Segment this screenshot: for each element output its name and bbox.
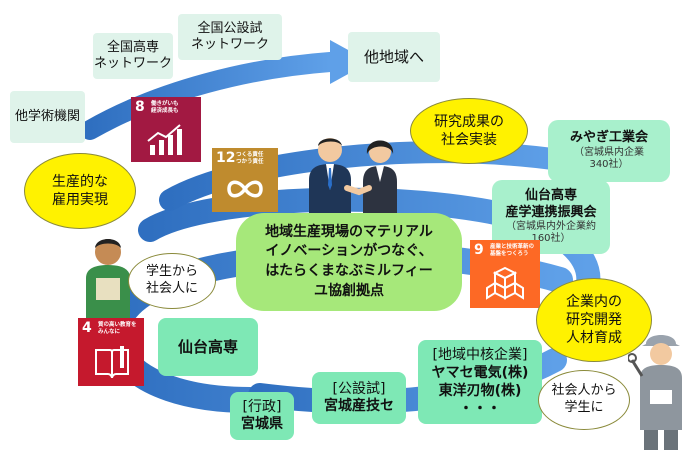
sdg-8-title: 働きがいも経済成長も <box>151 101 179 114</box>
sendai-kosen-assoc-detail-1: （宮城県内外企業約 <box>506 220 596 232</box>
sendai-kosen-label: 仙台高専 <box>177 337 238 356</box>
government-name: 宮城県 <box>241 416 283 432</box>
student-to-worker-line1: 学生から <box>145 264 198 280</box>
core-hub-box: 地域生産現場のマテリアル イノベーションがつなぐ、 はたらくまなぶミルフィー ユ… <box>236 213 462 311</box>
regional-core-company-2: 東洋刃物(株) <box>438 383 522 399</box>
public-lab-header: [公設試] <box>332 380 386 397</box>
regional-core-header: [地域中核企業] <box>432 346 528 363</box>
in-company-rd-line2: 研究開発 <box>566 311 622 328</box>
research-to-society-line1: 研究成果の <box>434 113 504 130</box>
regional-core-company-1: ヤマセ電気(株) <box>431 364 529 381</box>
sdg-9-icon: 9 産業と技術革新の基盤をつくろう <box>470 240 540 308</box>
research-to-society-ellipse: 研究成果の 社会実装 <box>410 98 528 164</box>
core-hub-line1: 地域生産現場のマテリアル <box>265 223 433 240</box>
sdg-9-title: 産業と技術革新の基盤をつくろう <box>490 244 535 257</box>
government-box: [行政] 宮城県 <box>230 392 294 440</box>
government-header: [行政] <box>242 398 282 415</box>
sdg-8-icon: 8 働きがいも経済成長も <box>131 97 201 162</box>
sdg-12-title: つくる責任つかう責任 <box>236 152 264 165</box>
in-company-rd-ellipse: 企業内の 研究開発 人材育成 <box>536 278 652 362</box>
factory-worker-illustration <box>628 335 682 450</box>
worker-to-student-ellipse: 社会人から 学生に <box>538 370 630 430</box>
national-labs-line2: ネットワーク <box>190 37 269 52</box>
public-lab-name: 宮城産技セ <box>324 398 394 414</box>
other-regions-box: 他地域へ <box>348 32 440 82</box>
sdg-4-title: 質の高い教育をみんなに <box>98 322 137 335</box>
miyagi-industry-box: みやぎ工業会 （宮城県内企業 340社） <box>548 120 670 182</box>
core-hub-line3: はたらくまなぶミルフィー <box>265 263 433 279</box>
research-to-society-line2: 社会実装 <box>441 132 497 148</box>
national-kosen-line2: ネットワーク <box>93 56 172 71</box>
other-institutions-label: 他学術機関 <box>14 108 80 124</box>
sendai-kosen-assoc-detail-2: 160社） <box>531 233 571 245</box>
miyagi-industry-detail-2: 340社） <box>589 159 629 171</box>
other-institutions-box: 他学術機関 <box>10 91 85 143</box>
in-company-rd-line3: 人材育成 <box>566 330 622 347</box>
sdg-12-number: 12 <box>216 150 236 166</box>
national-kosen-network-box: 全国高専 ネットワーク <box>93 33 173 79</box>
sdg-12-icon: 12 つくる責任つかう責任 <box>212 148 278 212</box>
national-labs-line1: 全国公設試 <box>197 20 263 36</box>
regional-core-companies-box: [地域中核企業] ヤマセ電気(株) 東洋刃物(株) ・・・ <box>418 340 542 424</box>
student-illustration <box>86 239 130 324</box>
worker-to-student-line2: 学生に <box>564 400 604 415</box>
public-lab-box: [公設試] 宮城産技セ <box>312 372 406 424</box>
handshake-illustration <box>309 138 397 225</box>
other-regions-label: 他地域へ <box>363 47 424 66</box>
productive-employment-line1: 生産的な <box>52 173 108 190</box>
student-to-worker-line2: 社会人に <box>145 281 198 296</box>
student-to-worker-ellipse: 学生から 社会人に <box>128 253 216 309</box>
productive-employment-line2: 雇用実現 <box>52 192 108 208</box>
miyagi-industry-name: みやぎ工業会 <box>569 130 648 146</box>
core-hub-line2: イノベーションがつなぐ、 <box>265 243 433 260</box>
productive-employment-ellipse: 生産的な 雇用実現 <box>24 153 136 229</box>
regional-core-ellipsis: ・・・ <box>459 401 501 418</box>
sdg-4-number: 4 <box>82 320 92 336</box>
sdg-4-icon: 4 質の高い教育をみんなに <box>78 318 144 386</box>
core-hub-line4: ユ協創拠点 <box>314 282 384 299</box>
sendai-kosen-box: 仙台高専 <box>158 318 258 376</box>
national-public-labs-box: 全国公設試 ネットワーク <box>178 14 282 60</box>
in-company-rd-line1: 企業内の <box>566 293 622 310</box>
worker-to-student-line1: 社会人から <box>551 383 617 399</box>
sendai-kosen-assoc-name-1: 仙台高専 <box>524 188 577 204</box>
sdg-8-number: 8 <box>135 99 145 115</box>
miyagi-industry-detail-1: （宮城県内企業 <box>574 146 644 158</box>
sendai-kosen-assoc-name-2: 産学連携振興会 <box>505 204 597 220</box>
sdg-9-number: 9 <box>474 242 484 258</box>
national-kosen-line1: 全国高専 <box>106 39 159 55</box>
